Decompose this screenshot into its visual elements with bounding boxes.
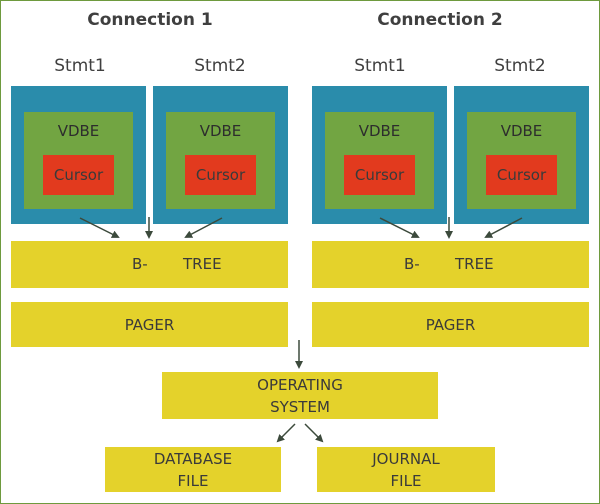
journal-file-line1: JOURNAL xyxy=(372,449,440,468)
connection-2-stmt2-vdbe-label: VDBE xyxy=(500,122,543,140)
connection-2-stmt1-box: VDBE Cursor xyxy=(312,86,447,224)
connection-1-stmt1-label: Stmt1 xyxy=(54,56,106,76)
connection-1-stmt1-vdbe-box: VDBE Cursor xyxy=(24,112,133,209)
connection-2-stmt1-vdbe-label: VDBE xyxy=(358,122,401,140)
connection-1-stmt2-label: Stmt2 xyxy=(194,56,246,76)
connection-1-btree-box: B- TREE xyxy=(11,241,288,288)
connection-2-stmt1-cursor: Cursor xyxy=(344,155,415,195)
arrow-c1-stmt1-to-btree xyxy=(79,217,120,238)
connection-1-btree-right-label: TREE xyxy=(183,255,222,273)
connection-1-stmt2-cursor: Cursor xyxy=(185,155,256,195)
connection-2-btree-right-label: TREE xyxy=(455,255,494,273)
connection-1-title: Connection 1 xyxy=(87,10,213,30)
connection-2-stmt2-cursor: Cursor xyxy=(486,155,557,195)
database-file-line1: DATABASE xyxy=(153,449,233,468)
arrow-os-to-journal-file xyxy=(304,423,324,443)
connection-2-title: Connection 2 xyxy=(377,10,503,30)
operating-system-line1: OPERATING xyxy=(257,375,343,394)
database-file-line2: FILE xyxy=(177,471,209,490)
operating-system-line2: SYSTEM xyxy=(270,397,330,416)
operating-system-box: OPERATING SYSTEM xyxy=(162,372,438,419)
arrow-os-to-database-file xyxy=(276,423,296,443)
database-file-box: DATABASE FILE xyxy=(105,447,281,492)
arrow-c2-stmt2-to-btree xyxy=(484,217,523,238)
connection-2-stmt2-box: VDBE Cursor xyxy=(454,86,589,224)
connection-1-stmt2-vdbe-label: VDBE xyxy=(199,122,242,140)
connection-1-pager-box: PAGER xyxy=(11,302,288,347)
connection-2-pager-box: PAGER xyxy=(312,302,589,347)
connection-1-stmt1-vdbe-label: VDBE xyxy=(57,122,100,140)
connection-2-btree-left-label: B- xyxy=(404,255,420,273)
connection-2-stmt2-vdbe-box: VDBE Cursor xyxy=(467,112,576,209)
connection-2-stmt2-label: Stmt2 xyxy=(494,56,546,76)
connection-1-btree-left-label: B- xyxy=(132,255,148,273)
connection-1-stmt2-vdbe-box: VDBE Cursor xyxy=(166,112,275,209)
arrow-c1-stmt2-to-btree xyxy=(184,217,223,238)
arrow-c2-stmt1-to-btree xyxy=(379,217,420,238)
connection-2-btree-box: B- TREE xyxy=(312,241,589,288)
connection-2-stmt1-vdbe-box: VDBE Cursor xyxy=(325,112,434,209)
connection-2-stmt1-label: Stmt1 xyxy=(354,56,406,76)
journal-file-box: JOURNAL FILE xyxy=(317,447,495,492)
connection-1-stmt1-cursor: Cursor xyxy=(43,155,114,195)
connection-1-stmt2-box: VDBE Cursor xyxy=(153,86,288,224)
connection-1-stmt1-box: VDBE Cursor xyxy=(11,86,146,224)
journal-file-line2: FILE xyxy=(390,471,422,490)
